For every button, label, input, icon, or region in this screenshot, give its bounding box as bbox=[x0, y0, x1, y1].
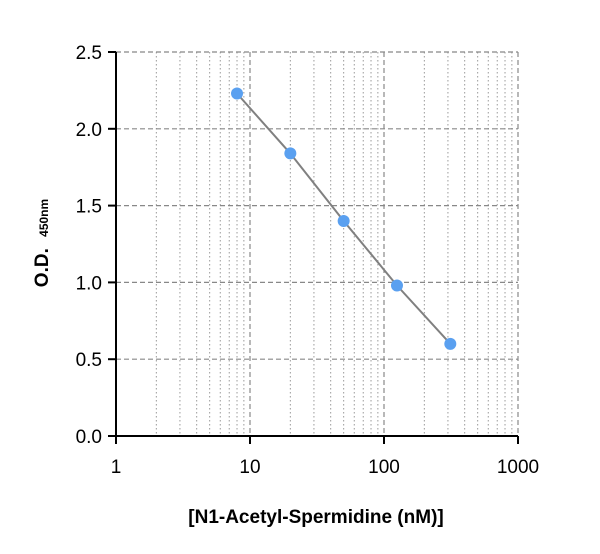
y-axis-title: O.D. 450nm bbox=[32, 199, 53, 287]
x-tick-label: 10 bbox=[239, 457, 260, 478]
data-point bbox=[231, 87, 244, 100]
data-point bbox=[444, 337, 457, 350]
data-point bbox=[284, 147, 297, 160]
data-points bbox=[231, 87, 457, 350]
x-tick-label: 1000 bbox=[497, 457, 539, 478]
y-tick-label: 2.0 bbox=[76, 120, 102, 141]
axes bbox=[108, 51, 519, 444]
y-tick-label: 1.0 bbox=[76, 273, 102, 294]
y-axis-title-main: O.D. bbox=[32, 248, 53, 287]
y-tick-label: 0.5 bbox=[76, 350, 102, 371]
y-tick-label: 0.0 bbox=[76, 427, 102, 448]
y-axis-title-subscript: 450nm bbox=[37, 199, 51, 237]
tick-labels: 0.0 0.5 1.0 1.5 2.0 2.5 1 10 100 1000 bbox=[76, 43, 540, 478]
x-axis-title: [N1-Acetyl-Spermidine (nM)] bbox=[188, 507, 443, 528]
grid bbox=[115, 51, 519, 437]
y-tick-label: 1.5 bbox=[76, 197, 102, 218]
data-point bbox=[390, 279, 403, 292]
data-point bbox=[337, 214, 350, 227]
x-tick-label: 100 bbox=[368, 457, 400, 478]
x-tick-label: 1 bbox=[111, 457, 122, 478]
y-tick-label: 2.5 bbox=[76, 43, 102, 64]
